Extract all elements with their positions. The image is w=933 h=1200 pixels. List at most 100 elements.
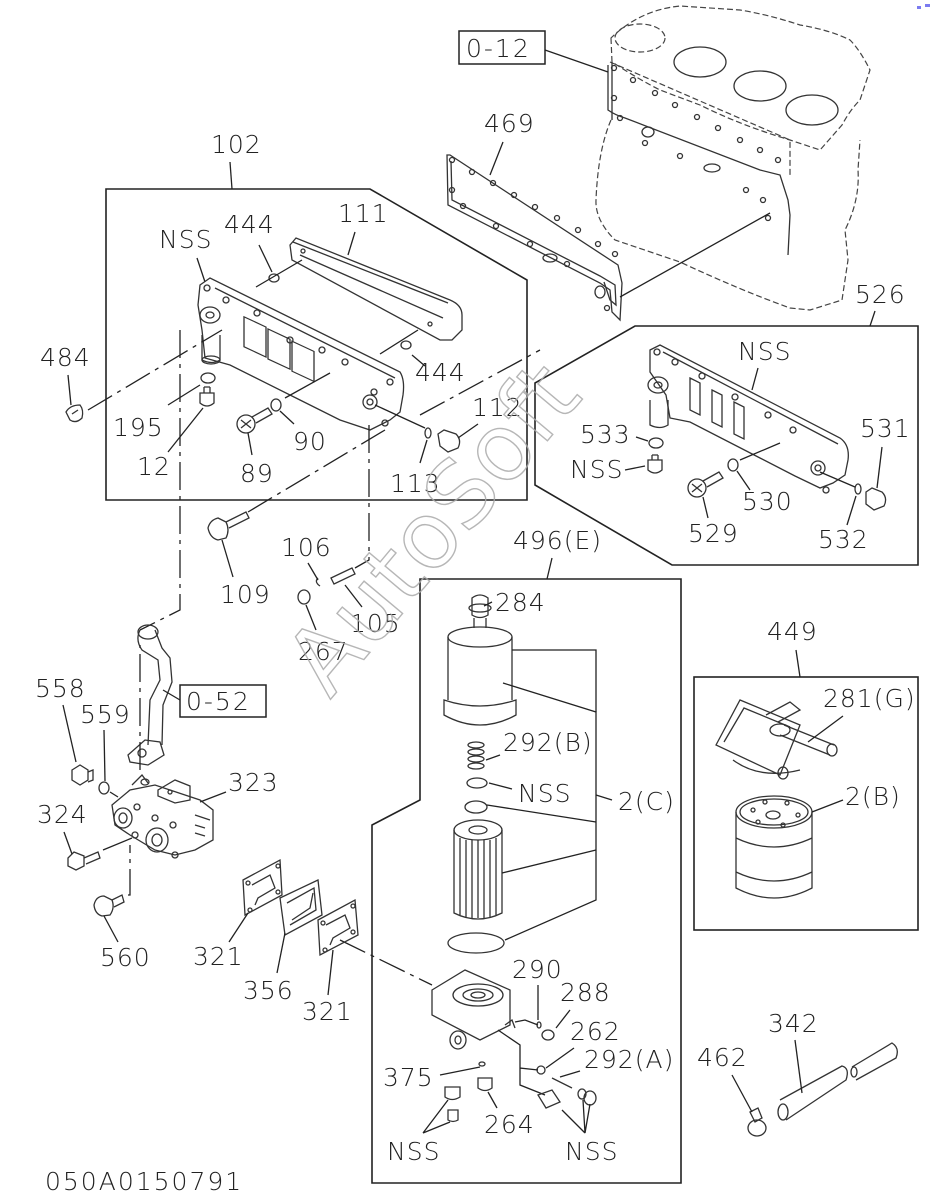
callout-288: 288	[560, 978, 611, 1007]
group-label-102: 102	[211, 130, 262, 159]
callout-531: 531	[860, 414, 911, 443]
callout-106: 106	[281, 533, 332, 562]
group-label-496e: 496(E)	[513, 526, 602, 555]
washer-90	[270, 398, 282, 412]
callout-105: 105	[350, 609, 401, 638]
leader-line	[457, 423, 479, 439]
seal-444-bottom	[400, 340, 412, 350]
group-496e: 496(E)	[371, 526, 682, 1184]
leader-line	[846, 495, 857, 526]
leader-line	[555, 1009, 571, 1029]
callout-262: 262	[570, 1017, 621, 1046]
bolt-529	[687, 471, 724, 498]
group-449: 449	[693, 617, 919, 931]
leader-line	[487, 1091, 498, 1109]
plug-288	[541, 1029, 555, 1041]
leader-line	[512, 649, 597, 712]
bolt-324	[67, 851, 101, 871]
valve-body-nss	[537, 1088, 597, 1109]
leader-line	[102, 837, 133, 851]
callout-469: 469	[484, 109, 535, 138]
washer-559	[98, 781, 110, 795]
callout-532: 532	[818, 525, 869, 554]
group-102: 102	[105, 130, 528, 501]
bolt-560	[93, 894, 125, 917]
callout-292b: 292(B)	[503, 728, 593, 757]
leader-line	[196, 257, 206, 283]
washer	[464, 800, 488, 814]
reference-box-0-12[interactable]: 0-12	[458, 30, 546, 65]
callout-559: 559	[80, 700, 131, 729]
washer-533	[648, 437, 664, 449]
leader-line	[229, 161, 233, 190]
clamp-462	[747, 1107, 767, 1137]
leader-line	[305, 604, 317, 631]
callout-195: 195	[113, 413, 164, 442]
filter-head-drawing	[431, 969, 516, 1050]
callout-324: 324	[37, 800, 88, 829]
reference-box-0-52[interactable]: 0-52	[179, 684, 267, 718]
leader-line	[67, 374, 72, 406]
plug-264	[477, 1077, 493, 1092]
leader-line	[284, 372, 331, 399]
gasket-469-drawing	[446, 154, 623, 322]
plug-nss-526	[647, 454, 663, 474]
callout-484: 484	[40, 343, 91, 372]
leader-line	[751, 367, 759, 391]
callout-321-b: 321	[302, 997, 353, 1026]
clip-484	[65, 404, 84, 423]
group-526: 526	[534, 280, 919, 566]
callout-290: 290	[512, 955, 563, 984]
group-frame-449	[693, 676, 919, 931]
ball-262	[536, 1065, 546, 1075]
leader-line	[619, 212, 771, 298]
callout-462: 462	[697, 1043, 748, 1072]
group-label-526: 526	[855, 280, 906, 309]
callout-444-top: 444	[224, 210, 275, 239]
callout-112: 112	[472, 393, 523, 422]
callout-530: 530	[742, 487, 793, 516]
callout-284: 284	[495, 588, 546, 617]
callout-2b: 2(B)	[845, 782, 901, 811]
leader-line	[139, 330, 181, 631]
group-frame-102	[105, 188, 528, 501]
leader-line	[795, 649, 801, 678]
leader-line	[411, 354, 426, 367]
leader-line	[62, 704, 77, 763]
plug-nss-head	[444, 1086, 461, 1123]
leader-line	[167, 384, 201, 406]
leader-line	[794, 1039, 803, 1094]
leader-line	[258, 244, 273, 273]
leader-line	[87, 329, 223, 411]
callout-558: 558	[35, 674, 86, 703]
callout-292a: 292(A)	[584, 1045, 674, 1074]
leader-line	[561, 1099, 591, 1134]
leader-line	[876, 446, 883, 489]
leader-line	[485, 754, 501, 761]
callout-533: 533	[580, 420, 631, 449]
washer-530	[727, 458, 739, 472]
leader-line	[221, 539, 234, 578]
washer-nss	[466, 777, 488, 789]
callout-nss-left: NSS	[387, 1137, 440, 1166]
leader-line	[379, 329, 419, 355]
o-ring-113	[424, 427, 432, 439]
gasket-321-a	[242, 858, 283, 917]
leader-line	[419, 439, 428, 464]
callout-111: 111	[338, 199, 389, 228]
leader-line	[869, 310, 876, 327]
plug-12	[199, 386, 215, 407]
leader-line	[307, 562, 319, 581]
leader-line	[736, 470, 751, 491]
callout-nss-right: NSS	[565, 1137, 618, 1166]
o-ring-532	[854, 483, 862, 495]
bolt-89	[236, 407, 273, 434]
stud-105	[330, 567, 356, 585]
leader-line	[354, 425, 370, 569]
callout-12: 12	[137, 452, 171, 481]
leader-line	[103, 915, 119, 943]
oil-cooler-element-drawing	[289, 237, 463, 341]
leader-line	[162, 689, 181, 701]
spring-292a	[551, 1077, 573, 1089]
oil-cooler-housing-drawing	[197, 277, 405, 431]
